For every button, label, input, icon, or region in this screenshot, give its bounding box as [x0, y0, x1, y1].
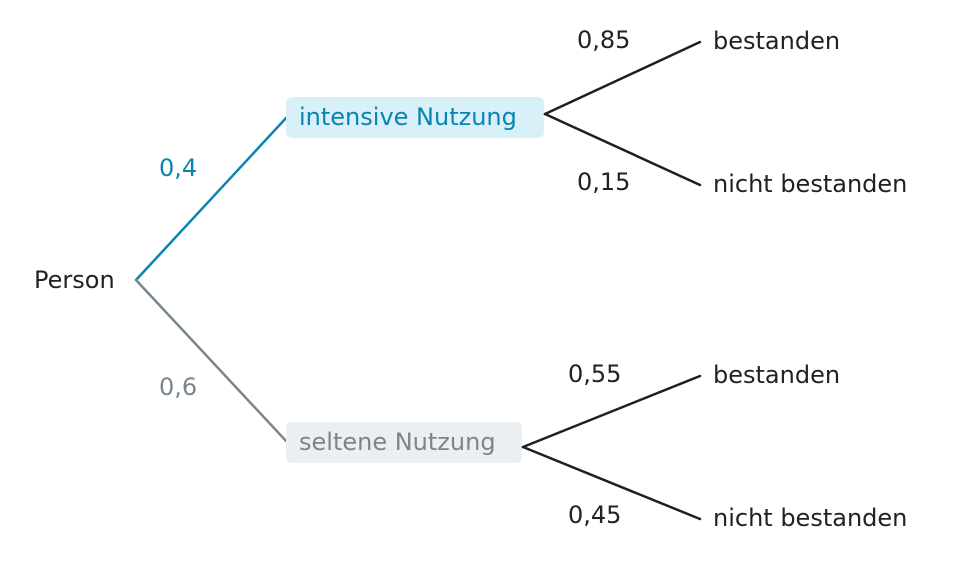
- edge-root-to-intensive: [134, 115, 289, 282]
- edge-seltene-to-bestanden: [521, 374, 702, 449]
- leaf-label-seltene-nicht-bestanden: nicht bestanden: [713, 504, 907, 532]
- probability-label-seltene-bestanden: 0,55: [568, 360, 621, 388]
- node-intensive-nutzung: intensive Nutzung: [286, 97, 544, 138]
- edge-root-to-seltene: [134, 278, 289, 444]
- edge-intensive-to-nicht-bestanden: [543, 112, 702, 187]
- probability-label-intensive-nicht-bestanden: 0,15: [577, 168, 630, 196]
- probability-label-seltene: 0,6: [159, 373, 197, 401]
- leaf-label-intensive-bestanden: bestanden: [713, 27, 840, 55]
- node-label-intensive: intensive Nutzung: [299, 103, 517, 131]
- leaf-label-seltene-bestanden: bestanden: [713, 361, 840, 389]
- node-seltene-nutzung: seltene Nutzung: [286, 422, 522, 463]
- node-highlight-seltene: [286, 422, 522, 463]
- probability-label-intensive: 0,4: [159, 154, 197, 182]
- root-node-label: Person: [34, 266, 115, 294]
- leaf-label-intensive-nicht-bestanden: nicht bestanden: [713, 170, 907, 198]
- edge-seltene-to-nicht-bestanden: [521, 445, 702, 521]
- probability-label-intensive-bestanden: 0,85: [577, 26, 630, 54]
- probability-label-seltene-nicht-bestanden: 0,45: [568, 501, 621, 529]
- node-label-seltene: seltene Nutzung: [299, 428, 496, 456]
- node-highlight-intensive: [286, 97, 544, 138]
- edge-intensive-to-bestanden: [543, 40, 702, 116]
